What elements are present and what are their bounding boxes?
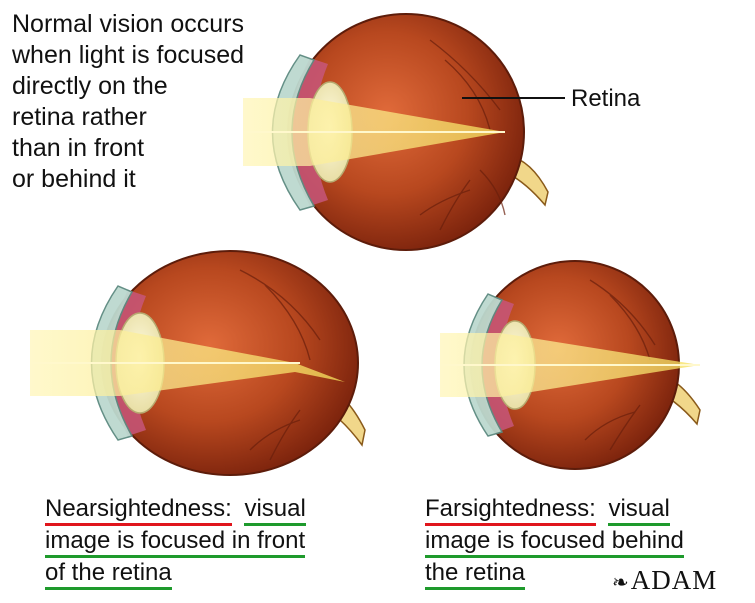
farsighted-visual: visual <box>608 495 669 526</box>
farsighted-line2: image is focused behind <box>425 527 684 558</box>
intro-line: directly on the <box>12 73 168 100</box>
nearsighted-visual: visual <box>244 495 305 526</box>
farsighted-line3: the retina <box>425 559 525 590</box>
retina-label: Retina <box>571 85 640 113</box>
intro-line: than in front <box>12 135 144 162</box>
intro-line: Normal vision occurs <box>12 11 244 38</box>
normal-eye <box>243 14 565 250</box>
adam-logo: ❧ADAM <box>612 565 717 596</box>
intro-line: or behind it <box>12 166 136 193</box>
intro-line: when light is focused <box>12 42 244 69</box>
nearsighted-eye <box>30 251 365 475</box>
farsighted-term: Farsightedness: <box>425 495 596 526</box>
leaf-icon: ❧ <box>612 572 630 594</box>
intro-line: retina rather <box>12 104 147 131</box>
farsighted-eye <box>440 261 700 469</box>
nearsighted-line2: image is focused in front <box>45 527 305 558</box>
nearsighted-line3: of the retina <box>45 559 172 590</box>
nearsighted-term: Nearsightedness: <box>45 495 232 526</box>
logo-text: ADAM <box>631 565 718 595</box>
